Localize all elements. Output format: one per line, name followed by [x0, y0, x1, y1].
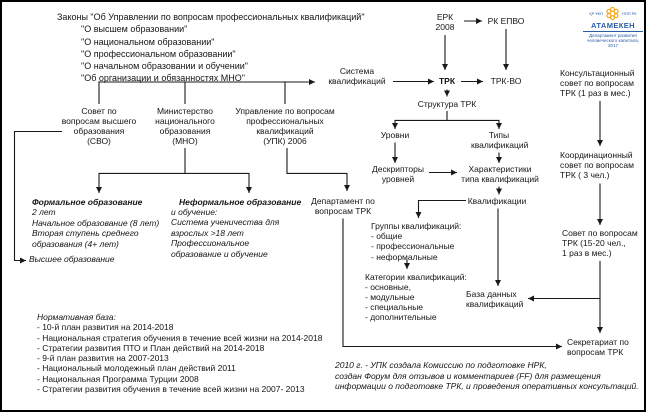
node-svo-council: Совет по вопросам высшего образования (С… — [61, 105, 137, 147]
laws-line: Законы "Об Управлении по вопросам профес… — [57, 12, 365, 22]
node-type-characteristics: Характеристики типа квалификаций — [461, 164, 539, 185]
node-consultative-council: Консультационный совет по вопросам ТРК (… — [560, 67, 635, 98]
node-erk-2008: ЕРК 2008 — [435, 11, 455, 32]
node-rk-epvo: РК ЕПВО — [487, 15, 525, 26]
laws-line: "Об организации и обязанностях МНО" — [81, 73, 245, 84]
node-qualification-system: Система квалификаций — [328, 66, 386, 87]
node-trk-structure: Структура ТРК — [417, 99, 477, 109]
node-level-descriptors: Дескрипторы уровней — [372, 164, 424, 185]
normative-base-title: Нормативная база: — [37, 312, 116, 322]
laws-line: "О высшем образовании" — [81, 24, 188, 35]
atameken-logo: ҚР ҰКП НПП РК АТАМЕКЕН Департамент разви… — [583, 6, 643, 48]
node-qualification-categories: Категории квалификаций: - основные, - мо… — [365, 271, 467, 323]
node-coordination-council: Координационный совет по вопросам ТРК ( … — [560, 150, 634, 181]
node-trk: ТРК — [438, 76, 456, 86]
normative-base-list: Нормативная база: - 10-й план развития н… — [37, 312, 323, 395]
node-trk-department: Департамент по вопросам ТРК — [311, 195, 375, 216]
logo-subtitle: Департамент развития человеческого капит… — [587, 33, 639, 48]
node-qualification-groups: Группы квалификаций: - общие - профессио… — [371, 221, 462, 262]
node-trk-vo: ТРК-ВО — [490, 76, 522, 86]
node-trk-council: Совет по вопросам ТРК (15-20 чел., 1 раз… — [562, 228, 638, 259]
logo-left-caption: ҚР ҰКП — [589, 10, 603, 16]
node-upk-directorate: Управление по вопросам профессиональных … — [235, 105, 335, 147]
note-2010: 2010 г. - УПК создала Комиссию по подгот… — [335, 360, 639, 391]
logo-emblem-row: ҚР ҰКП НПП РК — [583, 6, 643, 21]
logo-right-caption: НПП РК — [621, 10, 637, 16]
logo-org-name: АТАМЕКЕН — [583, 22, 643, 32]
node-qualification-database: База данных квалификаций — [466, 288, 524, 309]
node-qualification-types: Типы квалификаций — [471, 130, 529, 151]
node-higher-education: Высшее образование — [29, 254, 115, 264]
formal-education-block: Формальное образование 2 лет Начальное о… — [32, 196, 160, 249]
node-trk-secretariat: Секретариат по вопросам ТРК — [567, 337, 629, 358]
laws-line: "О профессиональном образовании" — [81, 48, 236, 59]
node-levels: Уровни — [380, 130, 410, 140]
node-mno-ministry: Министерство национального образования (… — [155, 105, 215, 147]
laws-line: "О начальном образовании и обучении" — [81, 61, 248, 72]
laws-list: Законы "Об Управлении по вопросам профес… — [57, 11, 365, 85]
node-qualifications: Квалификации — [467, 196, 527, 206]
nonformal-education-block: Неформальное образование и обучение: Сис… — [171, 196, 302, 259]
atameken-emblem-icon — [606, 6, 619, 21]
laws-line: "О национальном образовании" — [81, 36, 215, 47]
